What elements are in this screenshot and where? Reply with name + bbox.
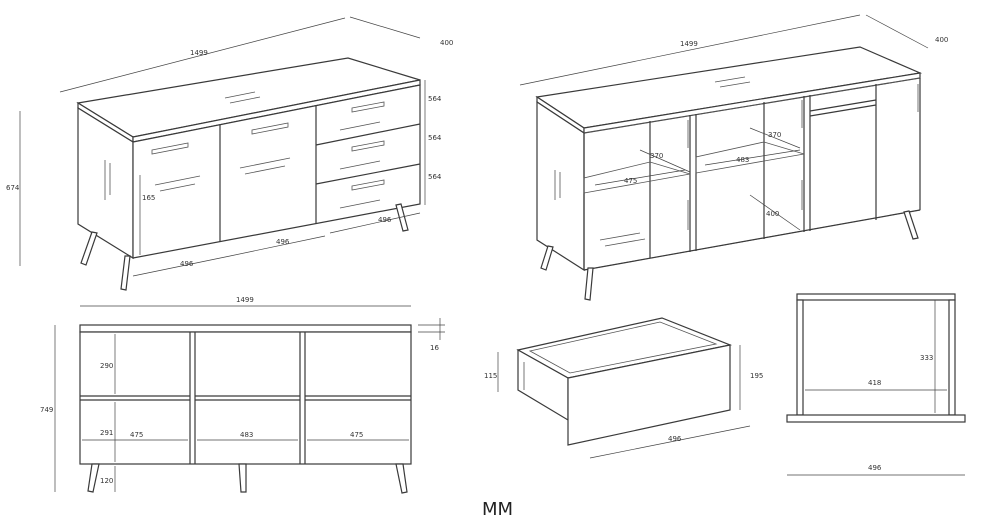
dim-v5-h-inner: 333 <box>920 354 933 362</box>
dim-v2-depth: 400 <box>935 36 948 44</box>
dim-v1-drawer-h3: 564 <box>428 173 442 181</box>
view5-dimensions <box>787 300 965 476</box>
dim-v1-drawer-w: 496 <box>378 216 392 224</box>
dim-v4-h-side: 115 <box>484 372 497 380</box>
view1-dimensions <box>19 16 426 277</box>
dim-v1-drawer-h2: 564 <box>428 134 442 142</box>
dim-v3-w-right: 475 <box>350 431 363 439</box>
view-front-elevation: 1499 749 16 290 291 120 475 483 475 <box>40 296 445 494</box>
unit-label: MM <box>482 499 513 520</box>
view2-dimensions <box>519 14 929 231</box>
dim-v4-w-front: 496 <box>668 435 682 443</box>
dim-v5-w-inner: 418 <box>868 379 881 387</box>
view-drawer-front: 333 418 496 <box>786 293 966 476</box>
dim-v2-shelf-d1: 370 <box>650 152 663 160</box>
dim-v2-comp-w1: 475 <box>624 177 637 185</box>
dim-v1-door-w2: 496 <box>276 238 290 246</box>
dim-v3-height: 749 <box>40 406 53 414</box>
dim-v5-w-total: 496 <box>868 464 882 472</box>
dim-v3-width: 1499 <box>236 296 254 304</box>
dim-v3-h-upper: 290 <box>100 362 113 370</box>
dim-v2-shelf-d2: 370 <box>768 131 781 139</box>
dim-v1-width: 1499 <box>190 49 208 57</box>
dim-v1-drawer-h1: 564 <box>428 95 442 103</box>
view-open-carcass: 1499 400 370 370 475 483 400 <box>519 14 948 301</box>
dim-v3-w-mid: 483 <box>240 431 253 439</box>
dim-v3-top-thk: 16 <box>430 344 439 352</box>
dim-v4-h-front: 195 <box>750 372 763 380</box>
view3-dimensions <box>54 305 445 492</box>
view-drawer-box: 115 195 496 <box>484 317 763 459</box>
dim-v2-width: 1499 <box>680 40 698 48</box>
dim-v2-comp-d: 400 <box>766 210 779 218</box>
dim-v1-door-h: 165 <box>142 194 155 202</box>
view4-dimensions <box>497 345 751 459</box>
dim-v3-h-lower: 291 <box>100 429 113 437</box>
dim-v3-leg-h: 120 <box>100 477 113 485</box>
dim-v1-height: 674 <box>6 184 20 192</box>
view-closed-sideboard: 1499 400 674 564 564 564 165 496 496 496 <box>6 16 453 291</box>
dim-v1-door-w1: 496 <box>180 260 194 268</box>
dim-v2-comp-w2: 483 <box>736 156 749 164</box>
dim-v1-depth: 400 <box>440 39 453 47</box>
dim-v3-w-left: 475 <box>130 431 143 439</box>
